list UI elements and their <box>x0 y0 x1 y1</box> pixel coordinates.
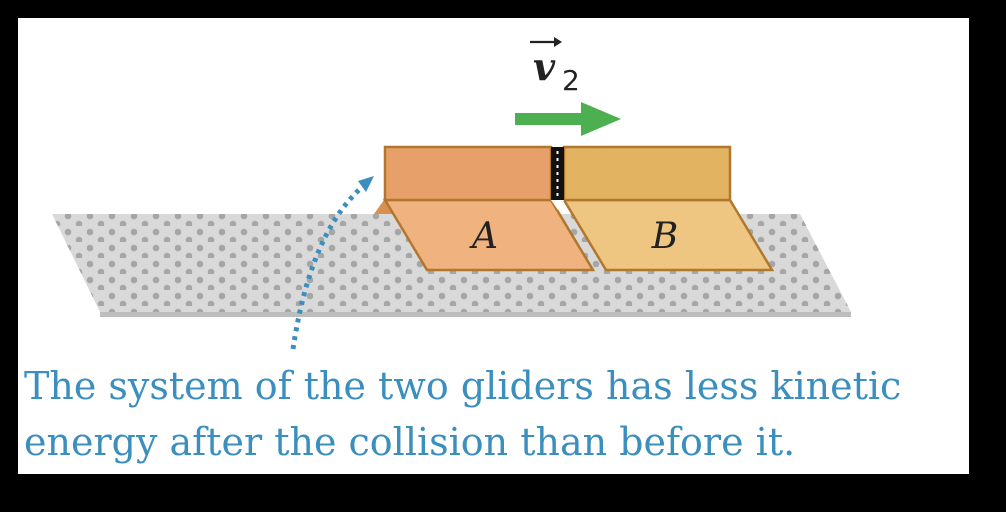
glider-b: B <box>561 145 775 272</box>
caption-line-2: energy after the collision than before i… <box>24 420 796 464</box>
pointer-arrow <box>290 176 374 350</box>
velocity-arrow <box>515 102 621 136</box>
velocity-subscript: 2 <box>562 64 580 97</box>
velocity-arrow-shaft <box>515 113 585 125</box>
velcro-joint <box>551 147 564 210</box>
glider-a-top <box>383 145 553 202</box>
velcro-gap <box>551 200 564 210</box>
vector-arrow-tip <box>554 37 562 47</box>
pointer-arrow-head <box>358 176 374 192</box>
velocity-label: v 2 <box>530 37 580 97</box>
velocity-symbol: v <box>533 44 556 89</box>
glider-a-label: A <box>469 216 498 257</box>
air-track-edge <box>100 312 851 317</box>
glider-b-top <box>562 145 732 202</box>
caption-line-1: The system of the two gliders has less k… <box>24 364 902 408</box>
figure-panel: A B v 2 The sy <box>18 18 969 474</box>
glider-b-label: B <box>651 216 678 257</box>
glider-collision-diagram: A B v 2 <box>52 37 851 350</box>
velocity-arrow-head <box>581 102 621 136</box>
